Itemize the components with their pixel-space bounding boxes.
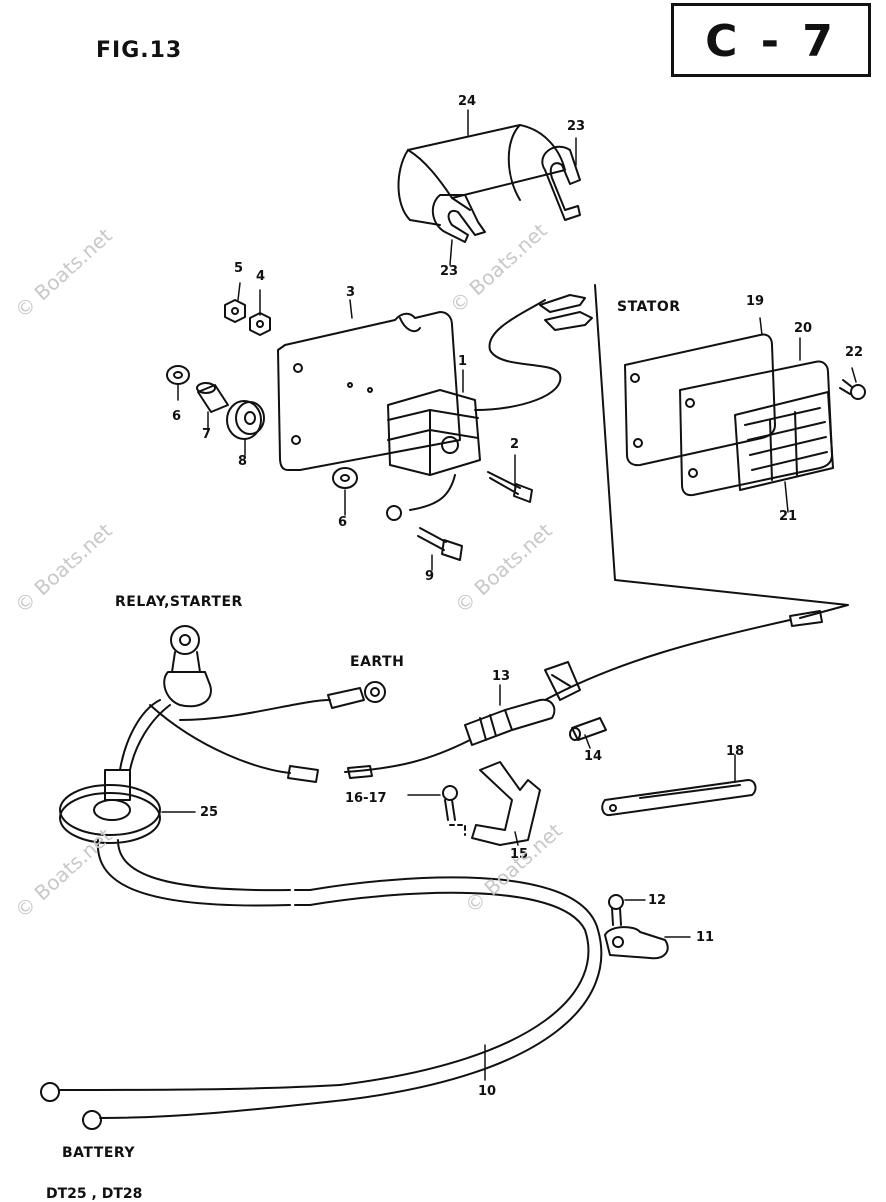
callout-7: 7 xyxy=(202,427,212,442)
rectifier-wires xyxy=(386,294,593,521)
part-9-bolt xyxy=(417,527,463,561)
part-5-nut xyxy=(224,299,246,323)
callout-9: 9 xyxy=(425,569,435,584)
callout-19: 19 xyxy=(746,294,765,309)
callout-20: 20 xyxy=(794,321,813,336)
fuse-bracket-upper xyxy=(544,661,581,701)
callout-25: 25 xyxy=(200,805,219,820)
callout-12: 12 xyxy=(648,893,667,908)
part-23-clip-right xyxy=(541,145,581,221)
part-11-clamp xyxy=(604,926,669,960)
stator-relation-lines xyxy=(594,284,849,619)
part-19-plate xyxy=(624,333,776,467)
callout-23-lower: 23 xyxy=(440,264,459,279)
part-13-fuse-holder xyxy=(464,698,556,746)
callout-22: 22 xyxy=(845,345,864,360)
part-12-screw xyxy=(608,894,624,926)
part-22-screw xyxy=(839,379,866,400)
callout-21: 21 xyxy=(779,509,798,524)
part-18-strap xyxy=(601,779,757,817)
part-2-screw xyxy=(487,471,533,503)
part-24-cover xyxy=(397,124,566,226)
part-10-battery-cable xyxy=(40,839,603,1130)
callout-24: 24 xyxy=(458,94,477,109)
part-1-rectifier xyxy=(387,389,481,476)
callout-6-upper: 6 xyxy=(172,409,182,424)
part-6-washer-top xyxy=(166,365,190,385)
figure-number: FIG.13 xyxy=(96,38,183,63)
part-21-circuit-board xyxy=(734,391,834,491)
callout-3: 3 xyxy=(346,285,356,300)
callout-2: 2 xyxy=(510,437,520,452)
label-relay-starter: RELAY,STARTER xyxy=(115,594,243,610)
leader-lines xyxy=(161,109,857,1081)
callout-14: 14 xyxy=(584,749,603,764)
relay-starter xyxy=(163,625,212,708)
callout-23-upper: 23 xyxy=(567,119,586,134)
harness-wires xyxy=(119,681,386,783)
part-14-fuse xyxy=(569,717,607,741)
part-3-base-plate xyxy=(277,311,461,471)
part-16-17-screw xyxy=(442,785,466,836)
part-20-plate xyxy=(679,360,833,497)
part-4-nut xyxy=(249,312,271,336)
part-8-grommet xyxy=(226,400,265,440)
callout-1: 1 xyxy=(458,354,468,369)
fuse-harness xyxy=(344,610,823,779)
part-23-clip-left xyxy=(431,194,486,243)
reference-code: C - 7 xyxy=(705,16,837,67)
part-6-washer-lower xyxy=(332,467,358,489)
part-7-collar xyxy=(196,382,229,413)
callout-6-lower: 6 xyxy=(338,515,348,530)
callout-18: 18 xyxy=(726,744,745,759)
reference-box: C - 7 xyxy=(671,3,871,77)
label-battery: BATTERY xyxy=(62,1145,136,1161)
callout-15: 15 xyxy=(510,847,529,862)
callout-5: 5 xyxy=(234,261,244,276)
callout-16-17: 16-17 xyxy=(345,791,387,806)
part-25-grommet xyxy=(59,769,161,844)
callout-4: 4 xyxy=(256,269,266,284)
callout-11: 11 xyxy=(696,930,715,945)
part-15-bracket xyxy=(471,761,541,846)
callout-10: 10 xyxy=(478,1084,497,1099)
label-stator: STATOR xyxy=(617,299,681,315)
callout-8: 8 xyxy=(238,454,248,469)
label-earth: EARTH xyxy=(350,654,405,670)
model-line: DT25 , DT28 xyxy=(46,1186,143,1202)
callout-13: 13 xyxy=(492,669,511,684)
